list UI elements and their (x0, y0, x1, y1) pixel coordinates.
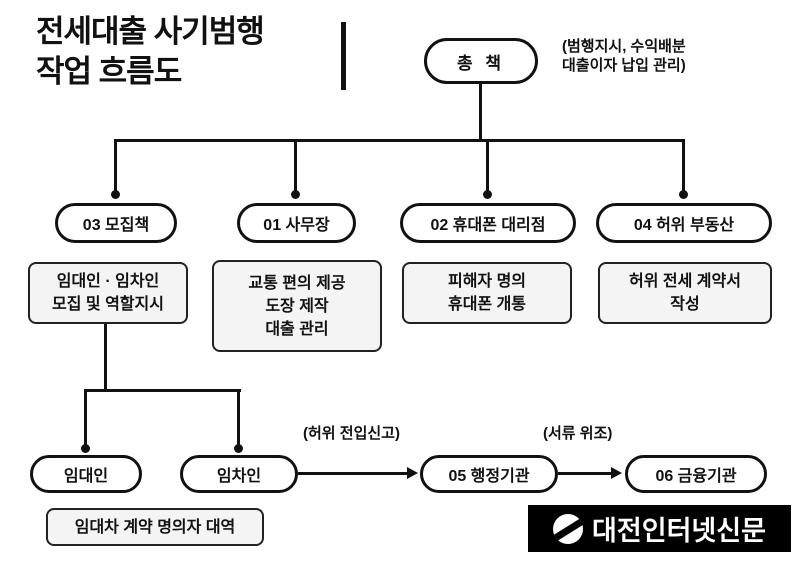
node-office-manager: 01 사무장 (237, 203, 356, 243)
boss-note: (범행지시, 수익배분 대출이자 납입 관리) (562, 37, 686, 75)
connector-recruiter-vertical (104, 324, 107, 391)
node-tenant-label: 임차인 (216, 468, 262, 485)
box-line: 교통 편의 제공 (248, 274, 346, 292)
connector-drop-phone (486, 139, 489, 195)
connector-dot (679, 190, 688, 199)
box-line: 작성 (670, 296, 700, 313)
arrow-gov-to-finance (558, 472, 612, 475)
boss-note-line2: 대출이자 납입 관리) (562, 57, 686, 74)
box-line: 임대인 · 임차인 (56, 273, 160, 290)
connector-dot (234, 444, 243, 453)
node-phone-agency: 02 휴대폰 대리점 (400, 203, 576, 243)
connector-top-horizontal (114, 139, 685, 142)
node-boss: 총 책 (424, 38, 538, 84)
logo-slash (553, 514, 584, 544)
box-line: 휴대폰 개통 (447, 296, 527, 313)
box-phone-detail: 피해자 명의 휴대폰 개통 (402, 262, 572, 324)
box-line: 허위 전세 계약서 (629, 273, 741, 290)
arrowhead-icon (611, 467, 622, 479)
press-logo: 대전인터넷신문 (528, 505, 791, 552)
annotation-false-move-in: (허위 전입신고) (303, 425, 400, 442)
node-gov-label: 05 행정기관 (448, 468, 530, 485)
node-realty-label: 04 허위 부동산 (633, 217, 735, 234)
node-boss-label: 총 책 (456, 53, 505, 73)
box-proxy-contract: 임대차 계약 명의자 대역 (46, 508, 264, 546)
connector-boss-vertical (479, 84, 482, 140)
node-landlord-label: 임대인 (63, 468, 109, 485)
connector-drop-tenant (237, 389, 240, 449)
node-fake-realty: 04 허위 부동산 (596, 203, 772, 243)
node-gov-office: 05 행정기관 (420, 455, 558, 493)
box-recruiter-detail: 임대인 · 임차인 모집 및 역할지시 (28, 262, 188, 324)
title-divider-bar (341, 22, 346, 90)
connector-low-horizontal (85, 389, 241, 392)
connector-dot (111, 190, 120, 199)
box-line: 피해자 명의 (447, 273, 527, 290)
box-line: 모집 및 역할지시 (52, 296, 164, 313)
connector-dot (81, 444, 90, 453)
connector-dot (483, 190, 492, 199)
box-line: 대출 관리 (265, 320, 329, 338)
connector-drop-landlord (84, 389, 87, 449)
connector-drop-realty (682, 139, 685, 195)
page-title: 전세대출 사기범행 작업 흐름도 (36, 12, 265, 92)
node-office-label: 01 사무장 (263, 217, 330, 234)
box-line: 임대차 계약 명의자 대역 (74, 518, 236, 536)
node-recruiter-label: 03 모집책 (82, 217, 150, 234)
connector-drop-recruiter (114, 139, 117, 195)
node-phone-label: 02 휴대폰 대리점 (430, 217, 546, 234)
press-logo-text: 대전인터넷신문 (592, 516, 766, 546)
box-realty-detail: 허위 전세 계약서 작성 (598, 262, 772, 324)
arrowhead-icon (407, 467, 418, 479)
page-title-line2: 작업 흐름도 (36, 54, 182, 89)
box-office-detail: 교통 편의 제공 도장 제작 대출 관리 (212, 260, 382, 352)
connector-drop-office (294, 139, 297, 195)
node-finance-label: 06 금융기관 (655, 468, 737, 485)
box-line: 도장 제작 (265, 297, 329, 315)
connector-dot (291, 190, 300, 199)
node-landlord: 임대인 (30, 455, 142, 493)
boss-note-line1: (범행지시, 수익배분 (562, 38, 686, 55)
arrow-tenant-to-gov (298, 472, 408, 475)
node-tenant: 임차인 (180, 455, 298, 493)
annotation-forged-docs: (서류 위조) (543, 425, 613, 442)
page-title-line1: 전세대출 사기범행 (36, 14, 265, 49)
node-recruiter: 03 모집책 (55, 203, 177, 243)
node-finance: 06 금융기관 (625, 455, 767, 493)
press-logo-icon (553, 513, 584, 544)
